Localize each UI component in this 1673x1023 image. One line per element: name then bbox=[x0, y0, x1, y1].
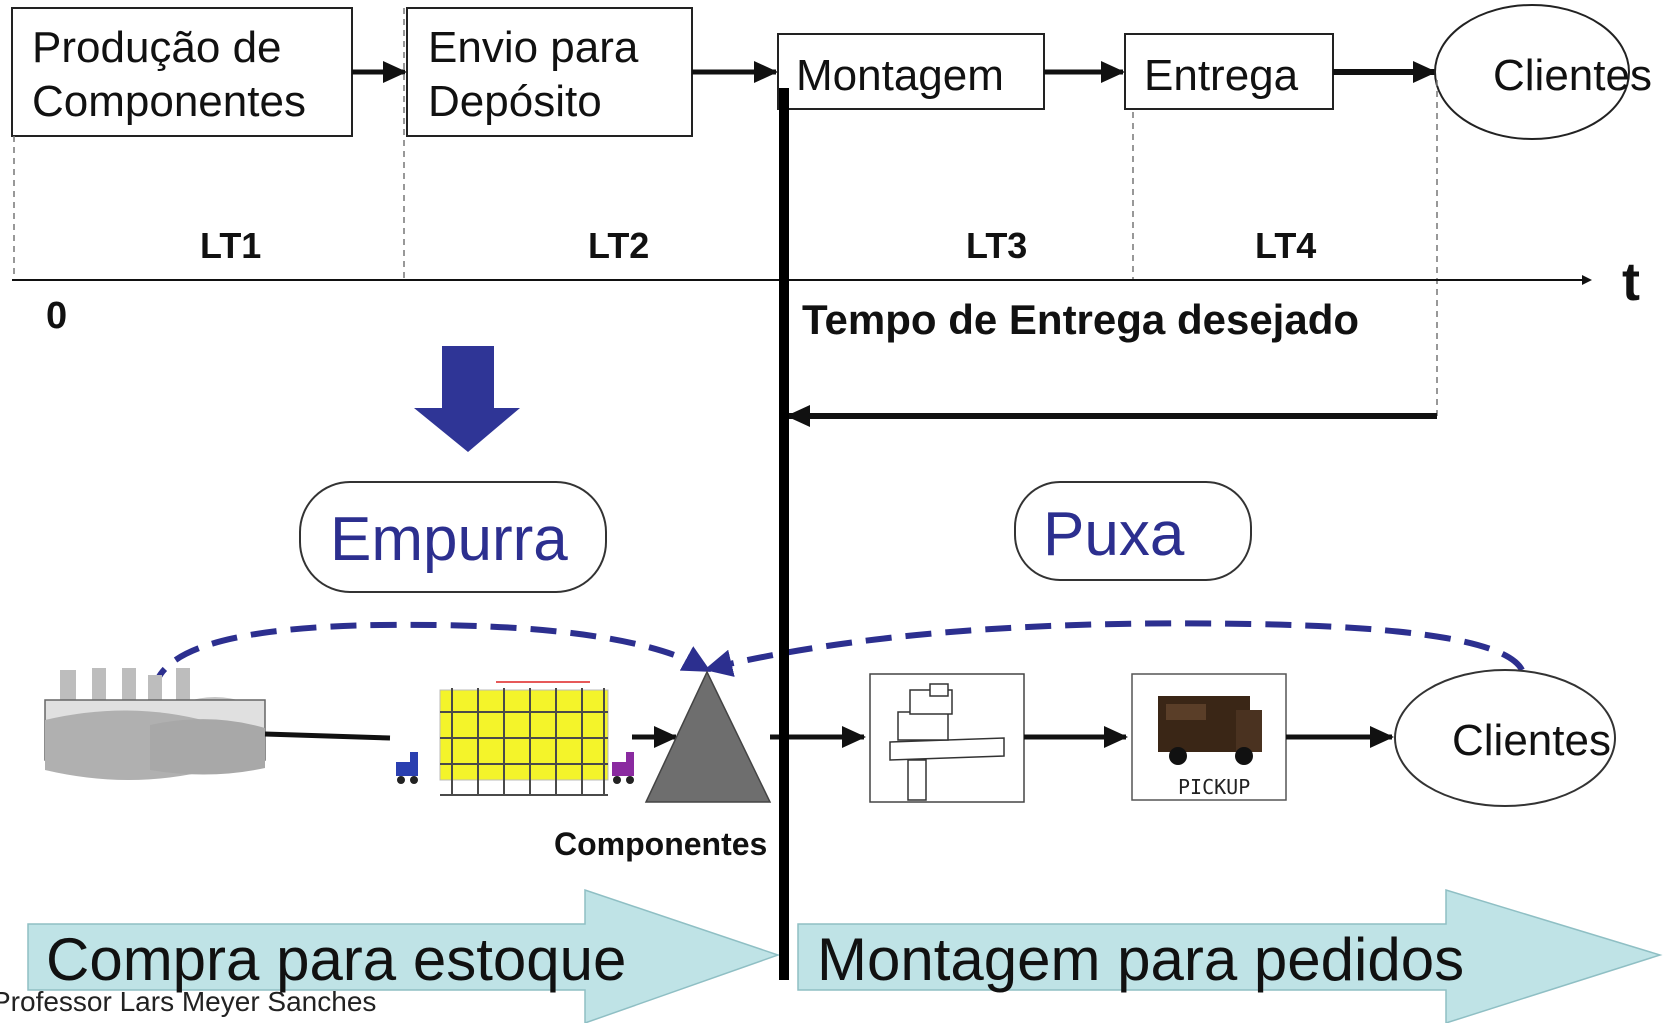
process-step-assembly-label: Montagem bbox=[796, 51, 1004, 100]
process-step-shipping-line2: Depósito bbox=[428, 77, 602, 126]
process-step-assembly: Montagem bbox=[777, 33, 1045, 110]
process-step-customers-label: Clientes bbox=[1493, 51, 1652, 100]
process-step-shipping: Envio para Depósito bbox=[406, 7, 693, 137]
push-label: Empurra bbox=[330, 505, 568, 574]
make-to-stock-arrow bbox=[27, 888, 781, 1023]
customers-node: Clientes bbox=[1394, 669, 1616, 807]
lead-time-separators bbox=[13, 8, 1438, 420]
process-step-customers: Clientes bbox=[1434, 4, 1652, 140]
pull-flow-curve bbox=[704, 620, 1525, 677]
lead-time-lt3: LT3 bbox=[966, 225, 1027, 266]
down-arrow-icon bbox=[414, 346, 520, 452]
process-step-delivery: Entrega bbox=[1124, 33, 1334, 110]
process-step-production-line2: Componentes bbox=[32, 77, 306, 126]
pickup-text: PICKUP bbox=[1178, 775, 1250, 799]
warehouse-rack-icon bbox=[396, 681, 634, 796]
factory-to-warehouse-line bbox=[264, 731, 391, 741]
inventory-triangle-icon bbox=[644, 670, 772, 803]
make-to-stock-label: Compra para estoque bbox=[46, 926, 626, 993]
lead-time-lt4: LT4 bbox=[1255, 225, 1316, 266]
lead-time-lt2: LT2 bbox=[588, 225, 649, 266]
assembly-station-icon bbox=[869, 673, 1025, 803]
components-label: Componentes bbox=[554, 826, 767, 862]
time-axis-origin: 0 bbox=[46, 295, 67, 337]
decoupling-point-line bbox=[779, 88, 789, 980]
time-axis-label: t bbox=[1622, 252, 1640, 312]
pull-pill: Puxa bbox=[1014, 481, 1252, 581]
customers-label: Clientes bbox=[1452, 716, 1611, 765]
delivery-truck-icon: PICKUP bbox=[1131, 673, 1287, 801]
lead-time-lt1: LT1 bbox=[200, 225, 261, 266]
factory-icon bbox=[44, 668, 266, 780]
process-step-shipping-line1: Envio para bbox=[428, 23, 639, 72]
assemble-to-order-label: Montagem para pedidos bbox=[817, 926, 1464, 993]
process-step-production-line1: Produção de bbox=[32, 23, 282, 72]
assemble-to-order-arrow bbox=[797, 888, 1663, 1023]
push-pill: Empurra bbox=[299, 481, 607, 593]
process-step-production: Produção de Componentes bbox=[11, 7, 353, 137]
push-flow-curve bbox=[151, 621, 712, 693]
pull-label: Puxa bbox=[1043, 500, 1185, 569]
desired-lead-time-label: Tempo de Entrega desejado bbox=[802, 296, 1359, 343]
process-step-delivery-label: Entrega bbox=[1144, 51, 1299, 100]
footer-author: Professor Lars Meyer Sanches bbox=[0, 986, 376, 1017]
